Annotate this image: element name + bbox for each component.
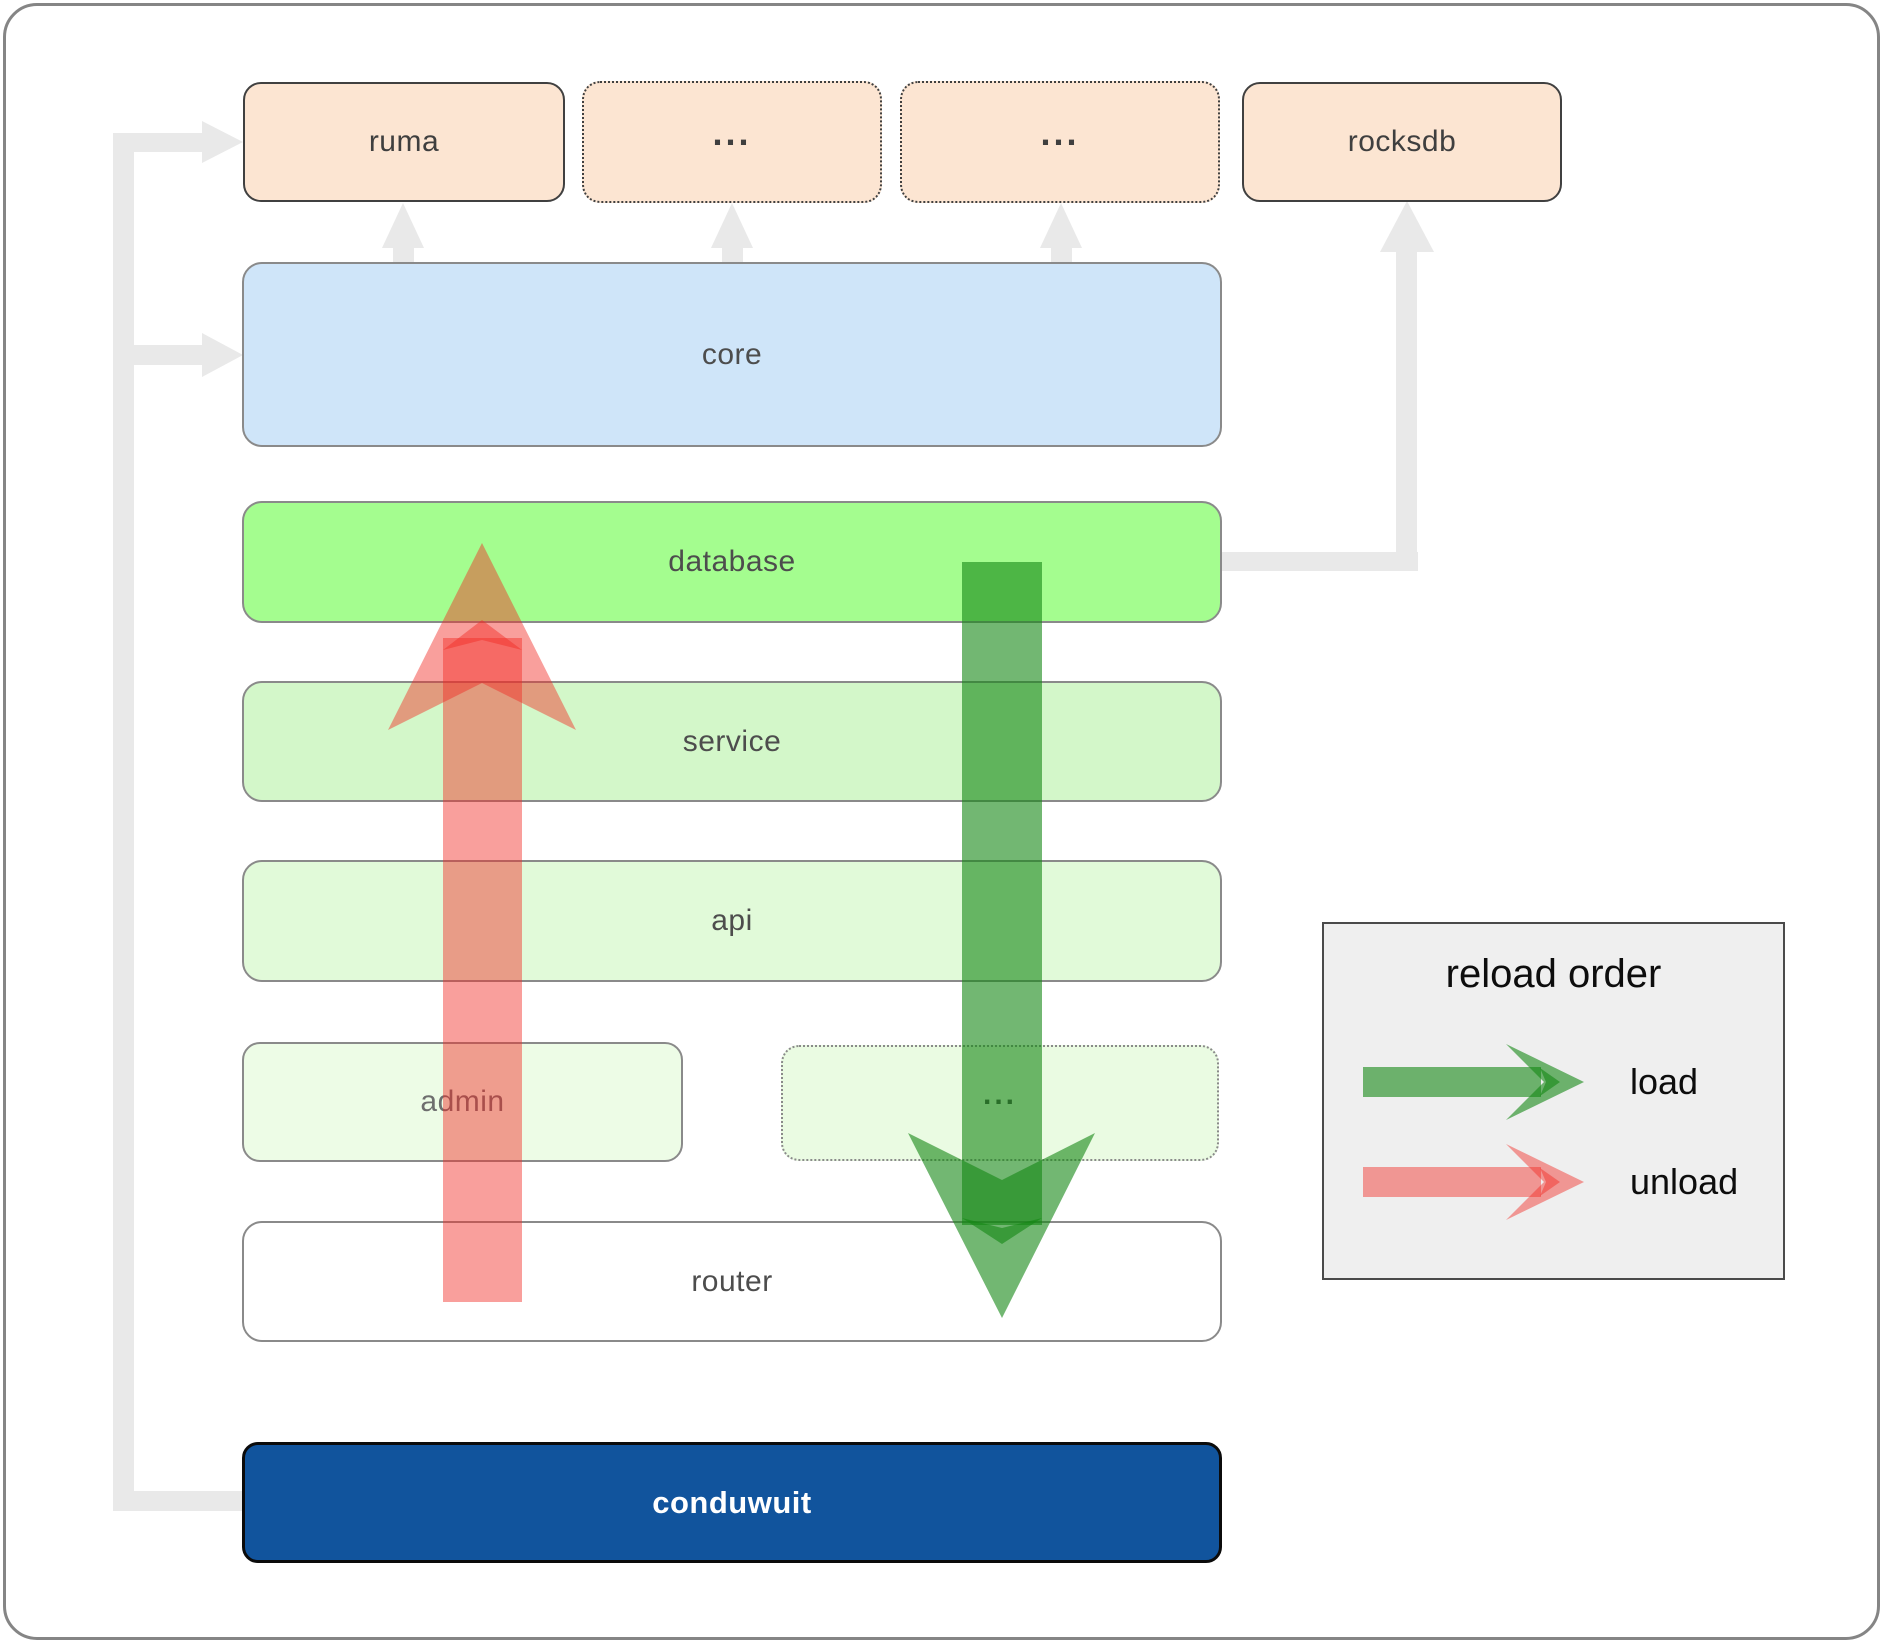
legend-unload-label: unload <box>1630 1161 1739 1202</box>
connector-core-to-ellipsis-left-shaft <box>722 246 743 263</box>
box-ellipsis-admin-row: ... <box>781 1045 1219 1161</box>
diagram-outer-frame <box>3 3 1880 1640</box>
connector-database-to-rocksdb-arrowhead-icon <box>1380 201 1434 252</box>
connector-to-ruma-line <box>113 133 203 152</box>
box-conduwuit-label: conduwuit <box>652 1484 812 1520</box>
legend-load-label: load <box>1630 1061 1699 1102</box>
box-ruma: ruma <box>243 82 565 202</box>
connector-to-core-arrowhead-icon <box>202 333 243 377</box>
box-rocksdb-label: rocksdb <box>1347 125 1457 158</box>
legend-title: reload order <box>1445 952 1662 996</box>
box-service: service <box>242 681 1222 802</box>
connector-database-to-rocksdb-vertical <box>1396 250 1417 571</box>
box-ellipsis-top-left: ... <box>582 81 882 203</box>
box-core-label: core <box>701 337 763 371</box>
connector-database-to-rocksdb-horizontal <box>1222 552 1418 571</box>
box-ellipsis-top-right: ... <box>900 81 1220 203</box>
box-conduwuit: conduwuit <box>242 1442 1222 1563</box>
box-core: core <box>242 262 1222 447</box>
box-ellipsis-admin-row-label: ... <box>982 1078 1017 1111</box>
connector-core-to-ellipsis-left-arrowhead-icon <box>711 203 753 248</box>
box-database: database <box>242 501 1222 623</box>
connector-to-ruma-arrowhead-icon <box>202 121 243 163</box>
box-admin-label: admin <box>420 1085 505 1118</box>
box-api: api <box>242 860 1222 982</box>
box-service-label: service <box>682 724 782 758</box>
box-ruma-label: ruma <box>368 125 440 158</box>
connector-core-to-ellipsis-right-arrowhead-icon <box>1040 203 1082 248</box>
box-ellipsis-top-right-label: ... <box>1040 112 1080 153</box>
box-rocksdb: rocksdb <box>1242 82 1562 202</box>
connector-core-to-ellipsis-right-shaft <box>1051 246 1072 263</box>
connector-from-conduwuit-line <box>113 1491 243 1511</box>
connector-core-to-ruma-shaft <box>393 246 414 263</box>
connector-to-core-line <box>113 345 203 365</box>
box-router: router <box>242 1221 1222 1342</box>
box-router-label: router <box>691 1264 773 1298</box>
connector-core-to-ruma-arrowhead-icon <box>382 203 424 248</box>
box-database-label: database <box>668 545 796 578</box>
connector-left-vertical-line <box>113 133 134 1510</box>
box-admin: admin <box>242 1042 683 1162</box>
box-ellipsis-top-left-label: ... <box>712 112 752 153</box>
box-api-label: api <box>711 904 753 937</box>
